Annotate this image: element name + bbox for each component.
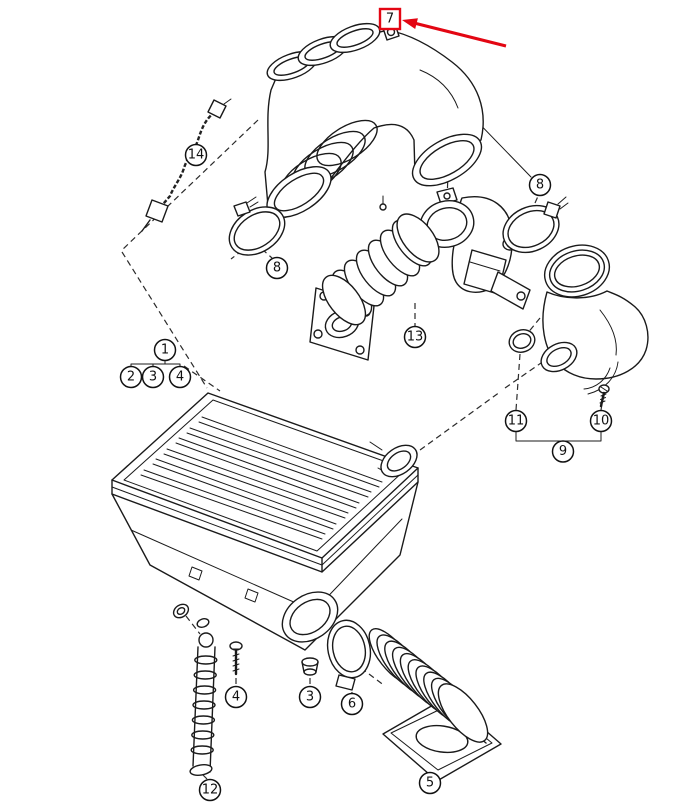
housing-outlet-upper: [369, 441, 418, 478]
corrugated-intake-duct: [368, 628, 502, 782]
housing-clips: [188, 566, 259, 603]
callout-13-label: 13: [407, 330, 424, 345]
o-ring: [508, 329, 536, 353]
callout-7-highlighted[interactable]: 7: [378, 7, 402, 31]
drain-tube: [189, 618, 218, 776]
callout-11[interactable]: 11: [504, 409, 528, 433]
callout-10-label: 10: [593, 414, 610, 429]
callout-13[interactable]: 13: [403, 325, 427, 349]
callout-3-top[interactable]: 3: [141, 365, 165, 389]
housing-screw: [229, 641, 243, 676]
callout-4-bottom[interactable]: 4: [224, 685, 248, 709]
callout-12[interactable]: 12: [198, 778, 222, 802]
callout-4-bottom-label: 4: [232, 690, 240, 705]
callout-3-bottom[interactable]: 3: [298, 685, 322, 709]
lid-ribs: [140, 416, 383, 540]
housing-drain-nub: [172, 603, 190, 619]
callout-14-label: 14: [188, 148, 205, 163]
callout-4-top[interactable]: 4: [168, 365, 192, 389]
hose-clamp-left: [228, 196, 286, 256]
callout-7-label: 7: [386, 12, 394, 27]
highlight-arrow: [402, 18, 507, 48]
callout-5[interactable]: 5: [418, 771, 442, 795]
callout-2[interactable]: 2: [119, 365, 143, 389]
callout-9[interactable]: 9: [551, 440, 575, 463]
sensor-cable: [141, 98, 232, 232]
callout-10[interactable]: 10: [589, 409, 613, 433]
callout-8-right[interactable]: 8: [528, 173, 552, 197]
callout-11-label: 11: [508, 414, 525, 429]
callout-8-left-label: 8: [273, 261, 281, 276]
callout-1[interactable]: 1: [153, 338, 177, 362]
callout-14[interactable]: 14: [184, 143, 208, 167]
outlet-clamp: [326, 619, 372, 691]
callout-bracket-1: [130, 360, 181, 367]
callout-4-top-label: 4: [176, 370, 184, 385]
callout-3-top-label: 3: [149, 370, 157, 385]
throttle-flange-assembly: [309, 187, 531, 361]
callout-5-label: 5: [426, 776, 434, 791]
callout-8-left[interactable]: 8: [265, 256, 289, 280]
callout-6-label: 6: [348, 697, 356, 712]
callout-1-label: 1: [161, 343, 169, 358]
housing-outlet-lower: [281, 591, 339, 643]
upper-intake-duct: [264, 22, 484, 218]
callout-12-label: 12: [202, 783, 219, 798]
callout-2-label: 2: [127, 370, 135, 385]
callout-bracket-9: [515, 431, 602, 442]
retaining-screw: [598, 384, 610, 408]
callout-8-right-label: 8: [536, 178, 544, 193]
callout-3-bottom-label: 3: [306, 690, 314, 705]
corrugated-connector-pipe: [321, 195, 440, 326]
callout-6[interactable]: 6: [340, 692, 364, 716]
callout-9-label: 9: [559, 444, 567, 459]
rubber-grommet: [301, 657, 319, 676]
right-elbow-hose: [540, 244, 649, 395]
air-filter-housing: [111, 392, 419, 651]
hose-clamp-right: [502, 196, 569, 254]
